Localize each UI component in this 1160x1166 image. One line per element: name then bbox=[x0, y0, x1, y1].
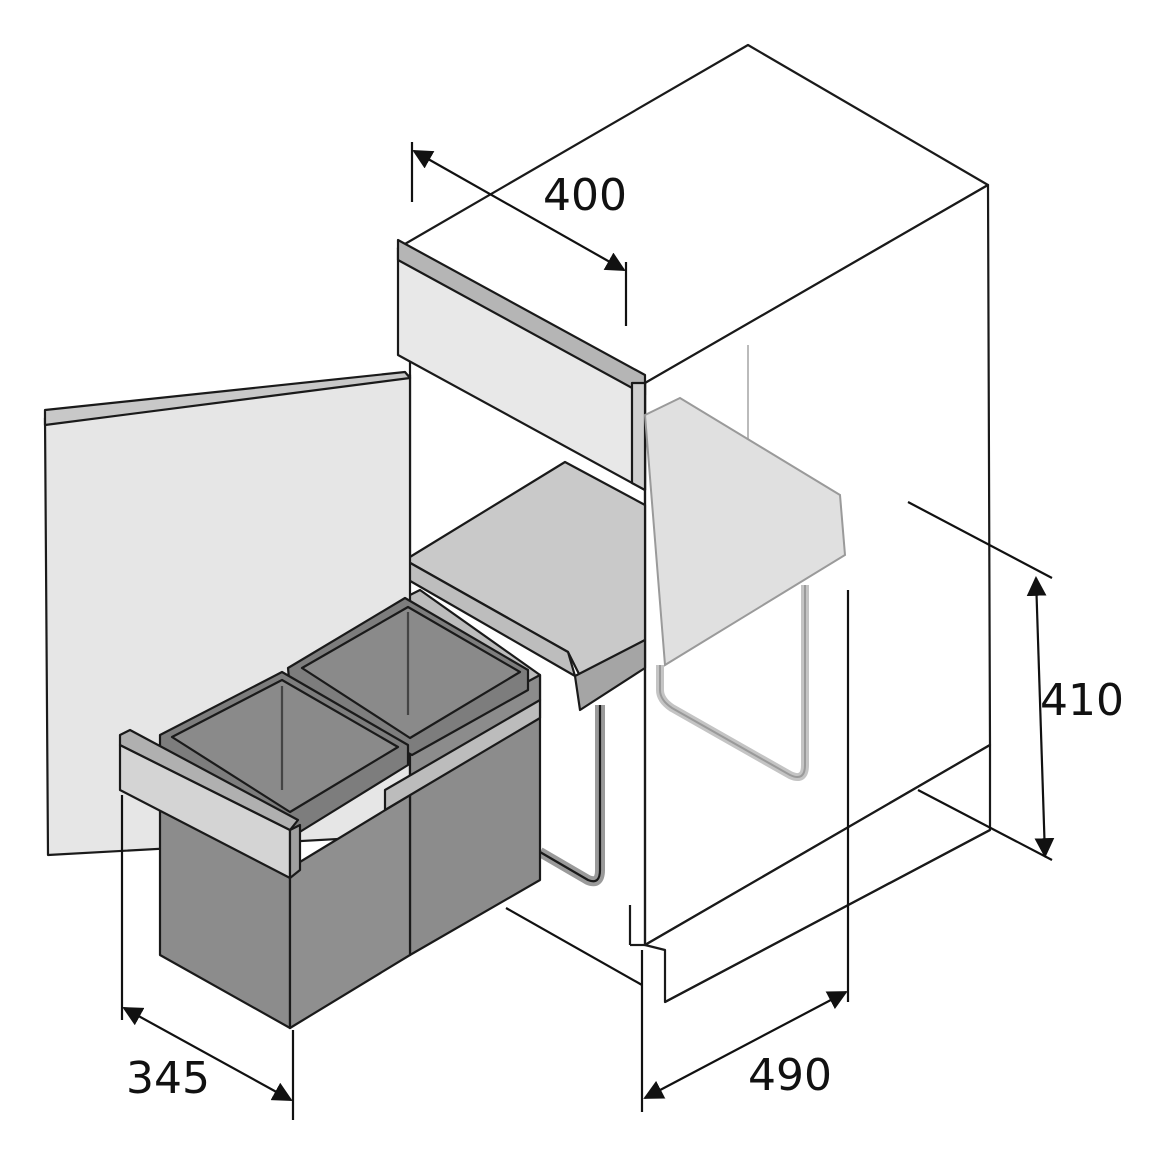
dimension-lines bbox=[120, 142, 1055, 1120]
dimension-labels: 400 410 345 490 bbox=[126, 170, 1124, 1104]
bin-depth-dimension-line bbox=[122, 1007, 293, 1101]
pullout-front-bar bbox=[118, 728, 302, 880]
width-dimension-line bbox=[412, 150, 626, 271]
extension-line bbox=[907, 501, 1053, 579]
height-dimension-label: 410 bbox=[1040, 675, 1124, 726]
internal-pullout-ghost bbox=[643, 396, 847, 781]
bin-depth-dimension-label: 345 bbox=[126, 1053, 210, 1104]
cabinet-front-rail bbox=[396, 238, 647, 492]
extension-line bbox=[505, 907, 643, 986]
width-dimension-label: 400 bbox=[543, 170, 627, 221]
cabinet-depth-dimension-label: 490 bbox=[748, 1050, 832, 1101]
cabinet-depth-dimension-line bbox=[643, 991, 848, 1099]
height-dimension-line bbox=[1026, 576, 1055, 858]
